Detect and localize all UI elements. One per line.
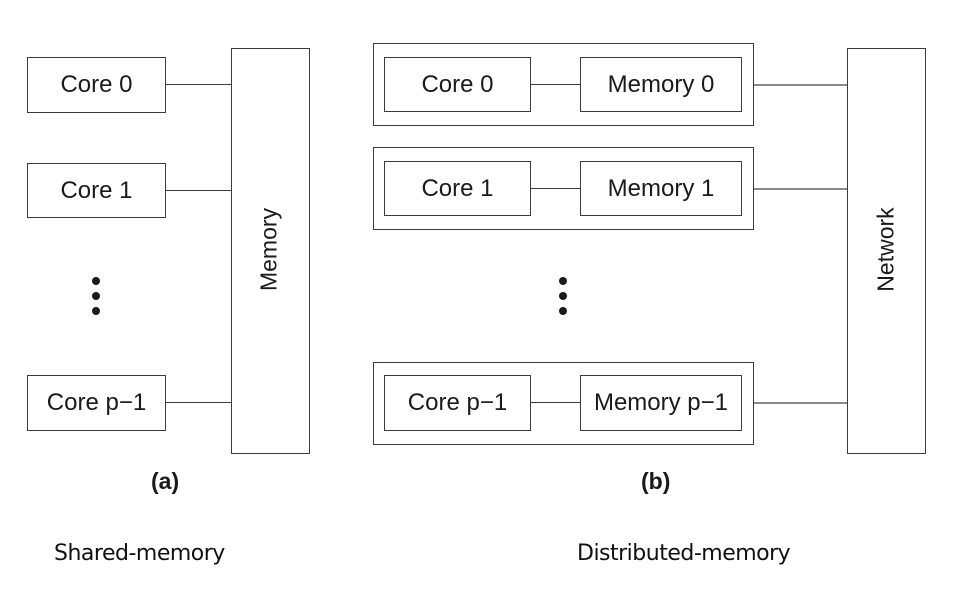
core-0-label: Core 0: [60, 71, 133, 98]
node-0-memory-label: Memory 0: [607, 70, 715, 98]
node-0-core-label: Core 0: [421, 70, 494, 98]
node-0-memory-box: Memory 0: [580, 57, 742, 112]
network-label: Network: [872, 207, 899, 292]
node-1-core-box: Core 1: [384, 161, 531, 216]
figure-label-a: (a): [151, 468, 180, 494]
ellipsis-dots: [92, 277, 100, 322]
node-p-1-memory-box: Memory p−1: [580, 375, 742, 431]
core-1-connector: [166, 190, 232, 191]
node-0-core-box: Core 0: [384, 57, 531, 112]
core-1-label: Core 1: [60, 176, 133, 204]
core-p-1-box: Core p−1: [27, 375, 166, 431]
core-p-1-label: Core p−1: [46, 389, 147, 416]
figure-label-b: (b): [641, 468, 671, 494]
node-0-network-connector: [754, 84, 848, 86]
distributed-memory-caption: Distributed-memory: [577, 541, 791, 566]
node-1-memory-label: Memory 1: [607, 174, 715, 202]
shared-memory-caption: Shared-memory: [54, 541, 225, 566]
node-p-1-core-box: Core p−1: [384, 375, 531, 431]
node-1-network-connector: [754, 188, 848, 190]
node-p-1-network-connector: [754, 402, 848, 404]
node-0-core-memory-connector: [531, 84, 581, 85]
node-1-memory-box: Memory 1: [580, 161, 742, 216]
network-box: [847, 48, 926, 454]
core-0-box: Core 0: [27, 57, 166, 113]
ellipsis-dots: [559, 277, 567, 322]
node-p-1-core-label: Core p−1: [407, 389, 508, 416]
node-1-core-memory-connector: [531, 188, 581, 189]
node-p-1-core-memory-connector: [531, 402, 581, 403]
node-p-1-memory-label: Memory p−1: [593, 389, 729, 416]
shared-memory-box: [231, 48, 310, 454]
shared-memory-label: Memory: [255, 207, 282, 292]
core-p-1-connector: [166, 402, 232, 403]
core-1-box: Core 1: [27, 163, 166, 218]
core-0-connector: [166, 84, 232, 85]
node-1-core-label: Core 1: [421, 174, 494, 202]
